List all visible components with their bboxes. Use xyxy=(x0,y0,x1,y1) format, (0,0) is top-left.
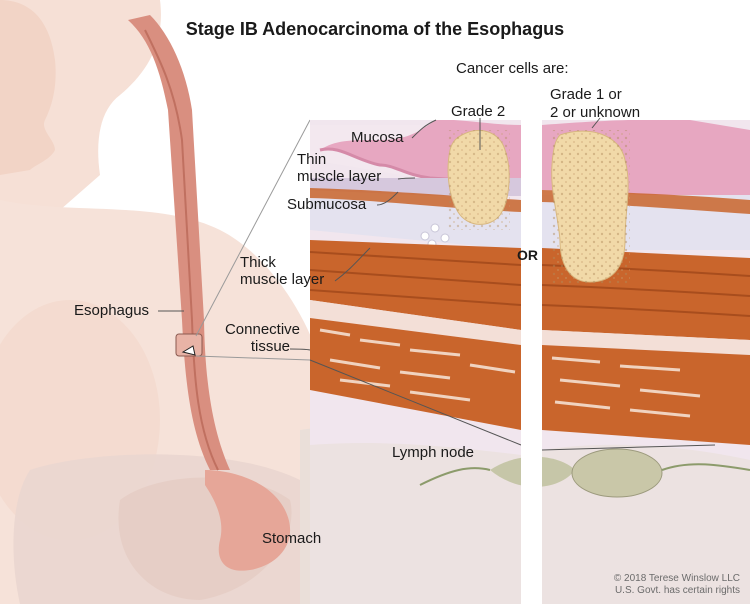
thick-muscle-label-2: muscle layer xyxy=(240,271,324,289)
grade-right-label-2: 2 or unknown xyxy=(550,104,640,122)
mucosa-label: Mucosa xyxy=(351,129,404,147)
copyright-line-2: U.S. Govt. has certain rights xyxy=(560,585,740,597)
thin-muscle-label-1: Thin xyxy=(297,151,326,169)
submucosa-label: Submucosa xyxy=(287,196,366,214)
cross-section-right xyxy=(542,119,750,604)
panel-divider xyxy=(521,80,542,604)
cross-section-left xyxy=(310,120,521,604)
grade-right-label-1: Grade 1 or xyxy=(550,86,622,104)
lymph-node-label: Lymph node xyxy=(392,444,474,462)
cancer-cells-heading: Cancer cells are: xyxy=(456,60,569,78)
tumor-marker xyxy=(176,334,202,356)
connective-label-2: tissue xyxy=(200,338,290,356)
connective-label-1: Connective xyxy=(200,321,300,339)
thin-muscle-label-2: muscle layer xyxy=(297,168,381,186)
copyright-line-1: © 2018 Terese Winslow LLC xyxy=(560,573,740,585)
or-label: OR xyxy=(517,246,538,264)
thick-muscle-label-1: Thick xyxy=(240,254,276,272)
grade-left-label: Grade 2 xyxy=(451,103,505,121)
stomach-label: Stomach xyxy=(262,530,321,548)
diagram-title: Stage IB Adenocarcinoma of the Esophagus xyxy=(140,18,610,40)
esophagus-label: Esophagus xyxy=(74,302,149,320)
